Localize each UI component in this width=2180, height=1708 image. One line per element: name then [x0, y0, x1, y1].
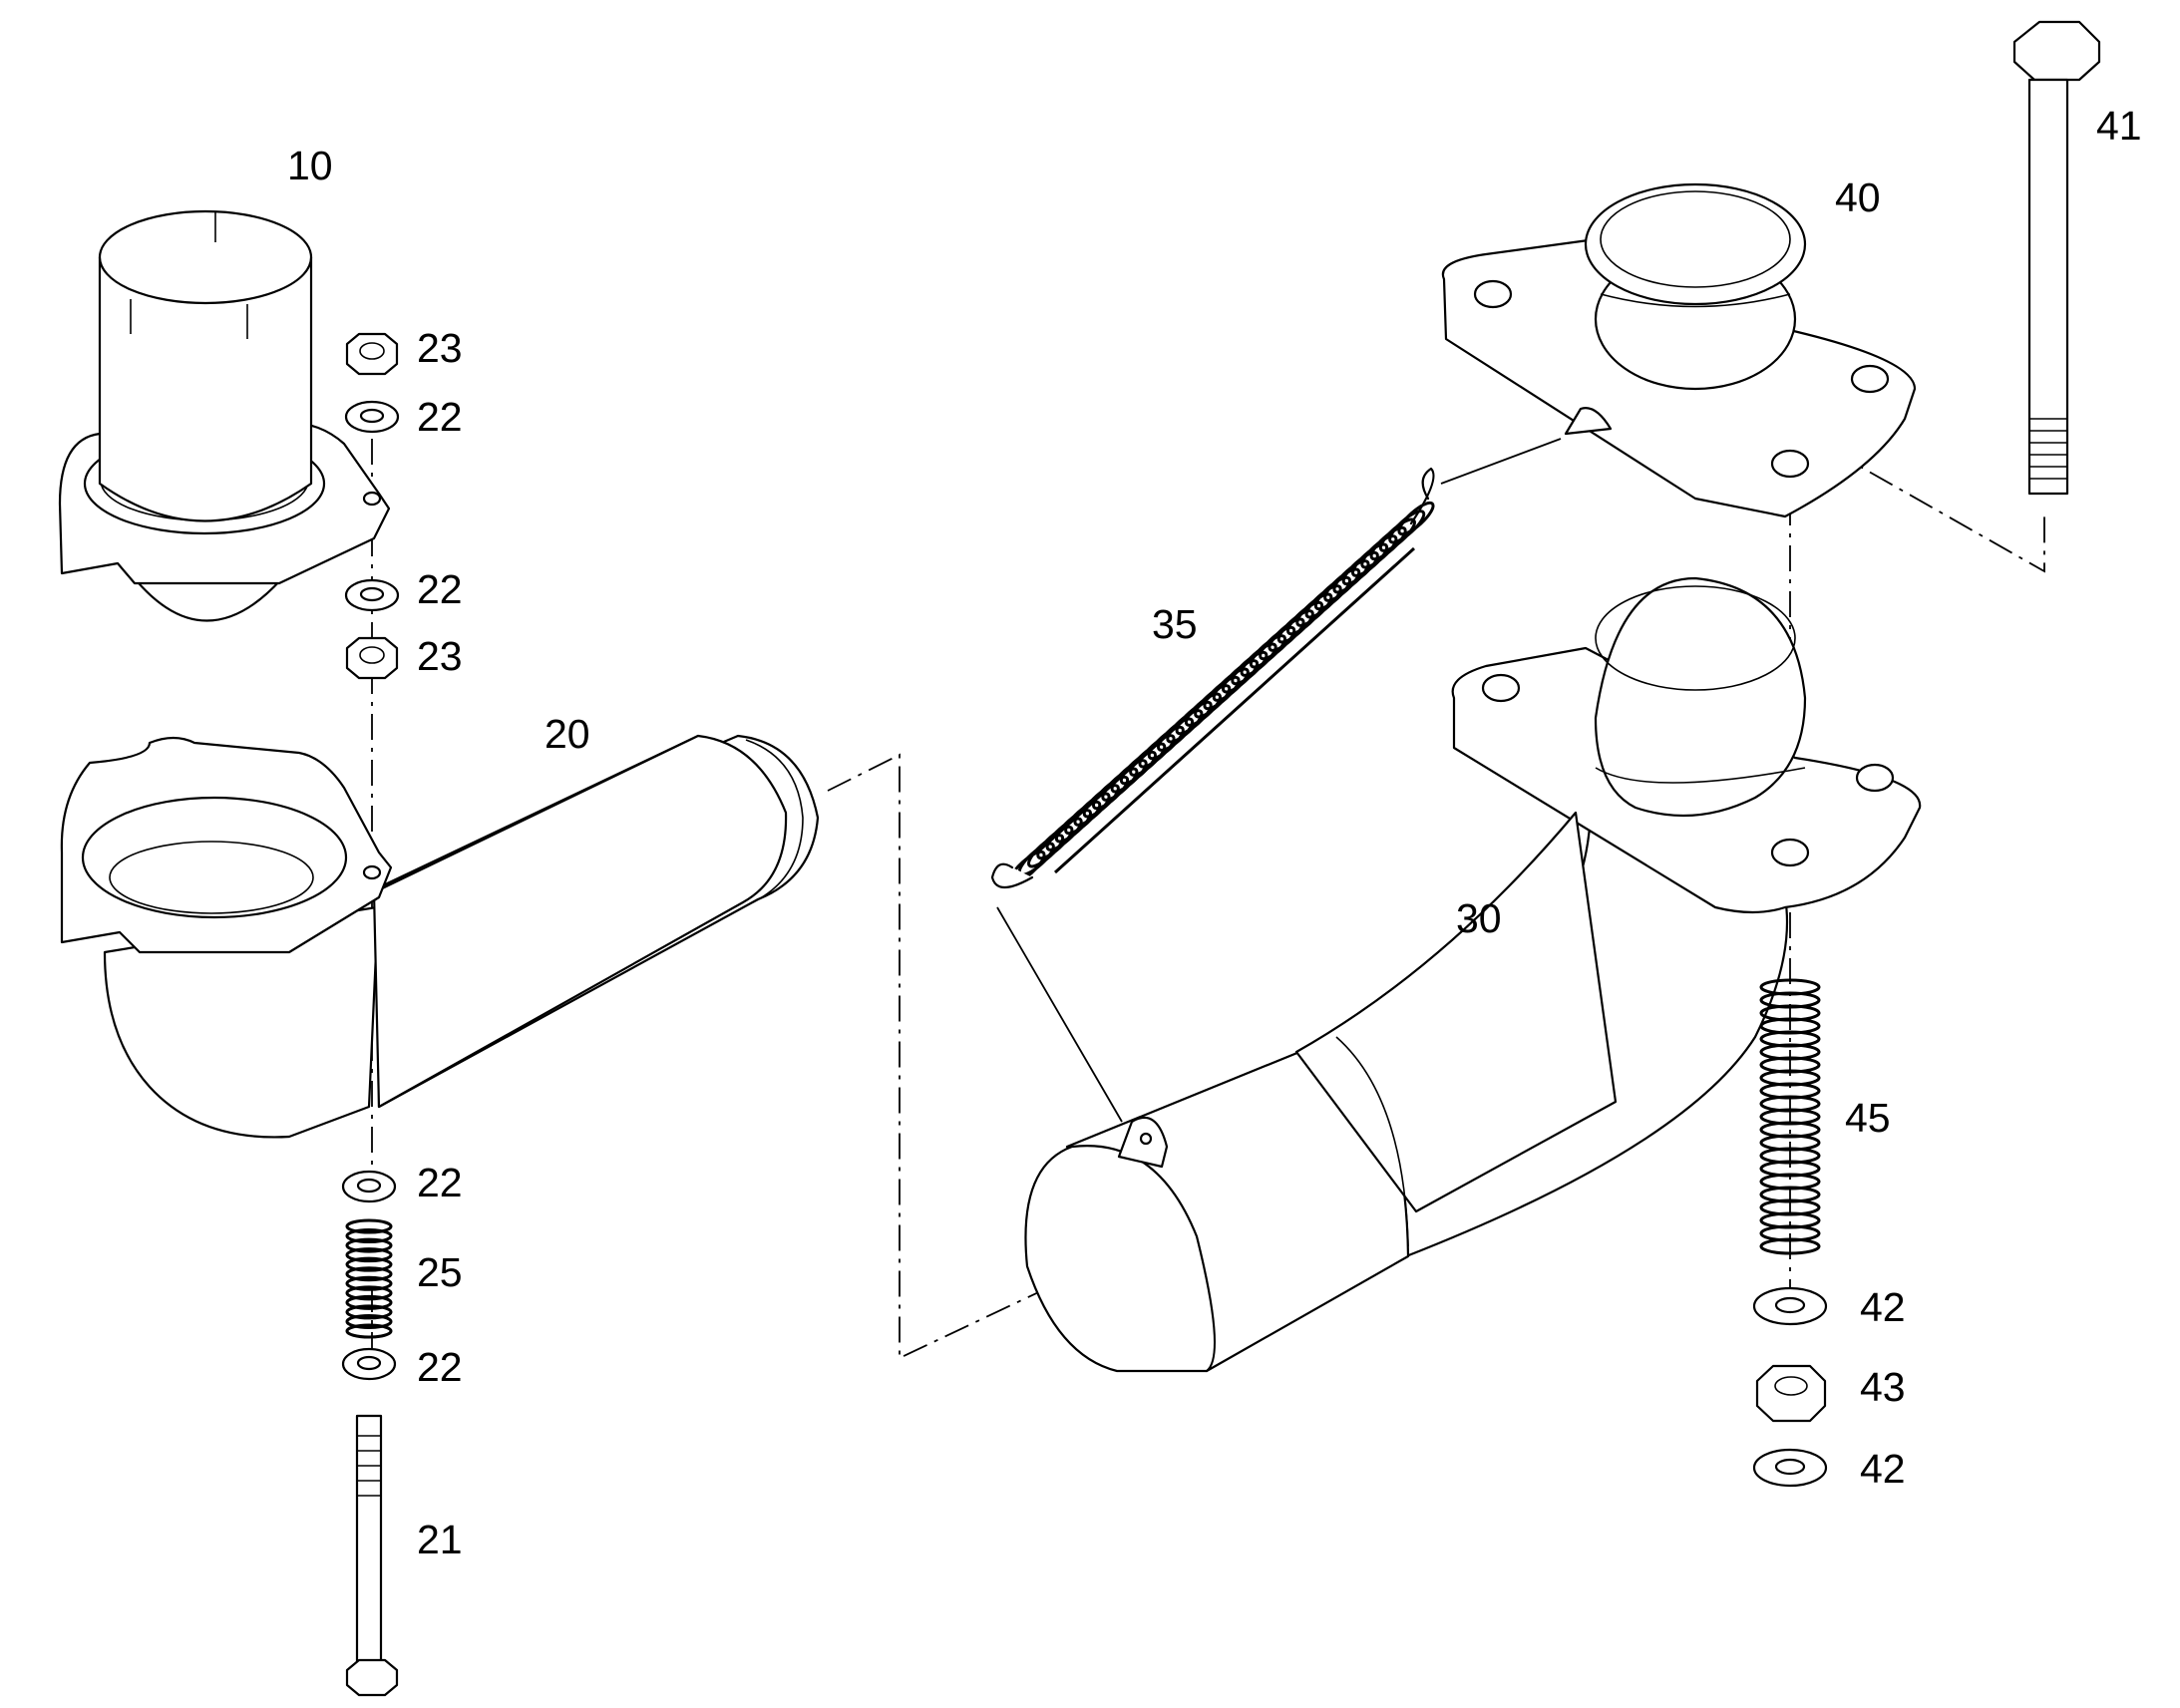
spring-35-coil	[1027, 834, 1065, 868]
part-20-elbow-pipe	[60, 734, 820, 1139]
callout-41: 41	[2096, 103, 2142, 149]
callout-42-upper: 42	[1860, 1284, 1906, 1330]
part-22-washer-mid	[344, 578, 400, 612]
spring-25-coil	[345, 1323, 393, 1339]
spring-35-coil	[1175, 700, 1213, 736]
spring-25-coil	[345, 1266, 393, 1282]
part-42-washer-lower	[1752, 1448, 1828, 1488]
spring-25-coil	[345, 1313, 393, 1329]
callout-40: 40	[1835, 174, 1881, 220]
spring-45-coil	[1759, 1237, 1821, 1255]
callout-21: 21	[417, 1517, 463, 1562]
spring-35-coil	[1397, 501, 1435, 536]
spring-35-coil	[1045, 817, 1083, 852]
part-40-flange-ring	[1441, 182, 1917, 518]
callout-labels: 10 23 22 22 23 20 22 25 22 21 35 30 40 4…	[287, 103, 2142, 1562]
callout-10: 10	[287, 143, 333, 188]
part-43-nut	[1755, 1364, 1827, 1423]
spring-35-coil	[1388, 510, 1426, 544]
part-22-washer-top	[344, 400, 400, 434]
callout-30: 30	[1456, 895, 1502, 941]
part-45-compression-spring	[1759, 978, 1821, 1255]
callout-45: 45	[1845, 1095, 1891, 1141]
spring-35-coil	[1110, 759, 1148, 794]
spring-35-coil	[1054, 809, 1092, 844]
spring-35-coil	[1073, 792, 1111, 827]
part-23-nut-top	[345, 332, 399, 376]
part-10-pipe-flange	[58, 209, 391, 622]
part-41-hex-bolt	[2012, 20, 2101, 496]
callout-23-mid: 23	[417, 633, 463, 679]
spring-35-coil	[1036, 825, 1074, 860]
spring-25-coil	[345, 1256, 393, 1272]
spring-35-coil	[1092, 775, 1130, 811]
callout-25: 25	[417, 1249, 463, 1295]
spring-35-coil	[1129, 742, 1167, 777]
spring-35-coil	[1101, 767, 1139, 802]
callout-42-lower: 42	[1860, 1446, 1906, 1492]
spring-35-coil	[1082, 784, 1120, 819]
callout-22-lower: 22	[417, 1160, 463, 1205]
spring-35-coil	[1166, 709, 1204, 744]
part-30-elbow-flange	[1024, 576, 1922, 1373]
callout-20: 20	[545, 711, 590, 757]
part-25-compression-spring	[345, 1218, 393, 1339]
callout-43: 43	[1860, 1364, 1906, 1410]
callout-22-mid: 22	[417, 566, 463, 612]
spring-35-coil	[1064, 800, 1102, 836]
spring-35-coil	[1194, 684, 1232, 719]
callout-35: 35	[1152, 601, 1198, 647]
callout-23-top: 23	[417, 325, 463, 371]
spring-25-coil	[345, 1247, 393, 1263]
spring-35-coil	[1119, 750, 1157, 786]
spring-25-coil	[345, 1275, 393, 1291]
part-23-nut-mid	[345, 636, 399, 680]
spring-25-coil	[345, 1285, 393, 1301]
callout-22-bottom: 22	[417, 1344, 463, 1390]
callout-22-top: 22	[417, 394, 463, 440]
part-22-washer-bottom	[341, 1347, 397, 1381]
part-21-stud-bolt	[345, 1414, 399, 1697]
spring-25-coil	[345, 1228, 393, 1244]
spring-25-coil	[345, 1294, 393, 1310]
spring-25-coil	[345, 1218, 393, 1234]
spring-35-coil	[1147, 725, 1185, 761]
spring-35-coil	[1184, 692, 1222, 727]
part-35-tension-spring	[990, 438, 1562, 1123]
spring-35-coil	[1138, 734, 1176, 769]
spring-25-coil	[345, 1304, 393, 1320]
spring-35-coil	[1157, 717, 1195, 752]
part-42-washer-upper	[1752, 1286, 1828, 1326]
part-22-washer-lower	[341, 1170, 397, 1203]
spring-25-coil	[345, 1237, 393, 1253]
